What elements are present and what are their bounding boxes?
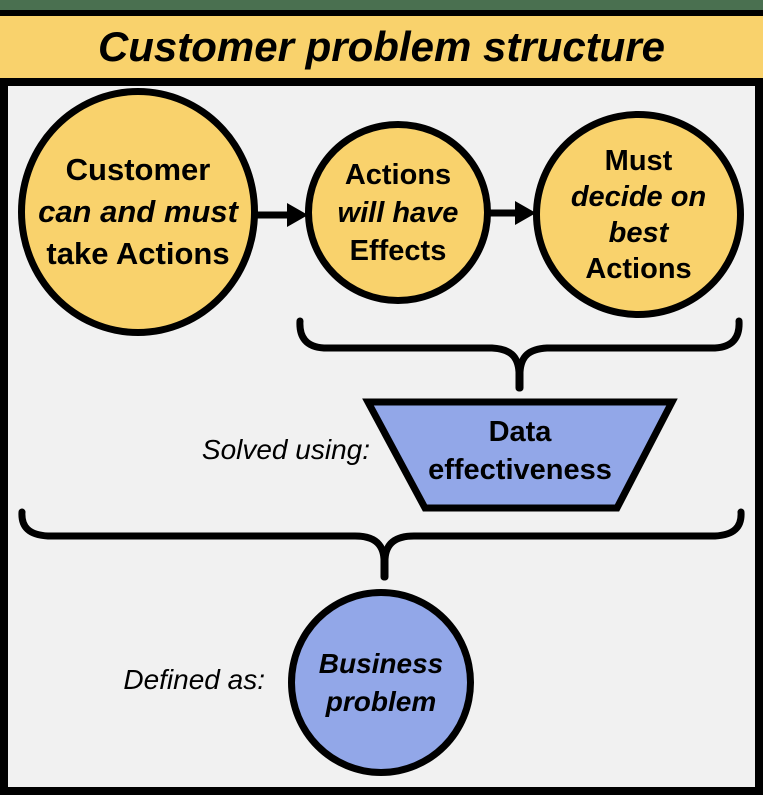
top-green-strip: [0, 0, 763, 10]
node-data-effectiveness: Data effectiveness: [370, 413, 670, 489]
node-line: best: [608, 216, 669, 249]
node-line: take Actions: [46, 236, 230, 271]
node-customer-actions: Customer can and must take Actions: [18, 88, 258, 336]
node-line: Customer: [65, 152, 211, 187]
title-banner: Customer problem structure: [0, 10, 763, 86]
node-business-problem: Business problem: [288, 589, 474, 776]
node-line: can and must: [38, 194, 238, 229]
node-line: Business: [318, 647, 444, 679]
defined-as-label: Defined as:: [123, 664, 265, 695]
solved-using-label: Solved using:: [201, 434, 370, 465]
node-line: decide on: [570, 180, 707, 213]
page-title: Customer problem structure: [97, 23, 666, 70]
node-line: problem: [325, 685, 437, 717]
node-line: Actions: [344, 158, 452, 191]
node-line: Actions: [585, 252, 692, 285]
node-line: Data: [488, 416, 552, 448]
node-line: Must: [604, 144, 673, 177]
node-actions-effects: Actions will have Effects: [305, 121, 491, 304]
node-line: effectiveness: [428, 454, 612, 486]
node-line: Effects: [349, 234, 447, 267]
node-decide-best: Must decide on best Actions: [533, 111, 744, 318]
node-line: will have: [337, 196, 459, 229]
